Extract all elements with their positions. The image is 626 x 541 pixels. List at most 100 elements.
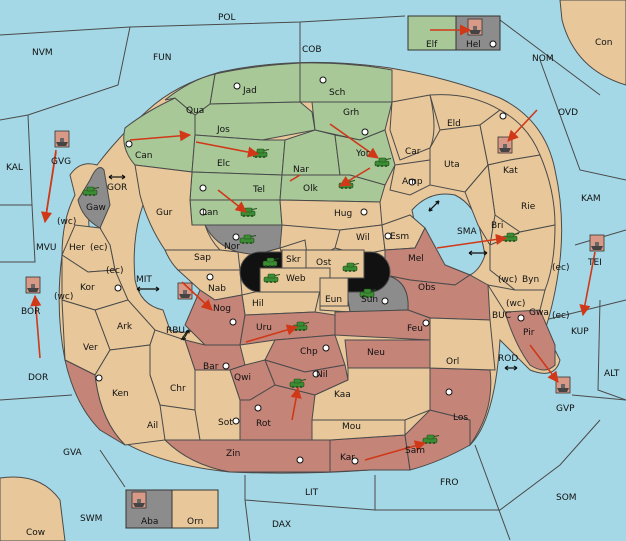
label-gwa: Gwa [529, 308, 549, 318]
label-dax: DAX [272, 520, 291, 530]
label-bri: Bri [491, 221, 503, 231]
label-orl: Orl [446, 357, 459, 367]
coast-kor-ec: (ec) [106, 266, 124, 276]
label-swm: SWM [80, 514, 102, 524]
province-orn[interactable] [171, 489, 219, 529]
label-tei: TEI [587, 258, 602, 268]
label-kup: KUP [571, 327, 589, 337]
label-rot: Rot [256, 419, 271, 429]
province-hug[interactable] [279, 199, 383, 231]
label-gvg: GVG [51, 157, 71, 167]
province-gaw[interactable] [77, 167, 111, 229]
label-con: Con [595, 38, 613, 48]
label-mvu: MVU [36, 243, 57, 253]
label-uta: Uta [444, 160, 460, 170]
province-zin[interactable] [163, 439, 331, 473]
label-jos: Jos [216, 125, 230, 135]
label-fro: FRO [440, 478, 459, 488]
label-buc: BUC [492, 311, 511, 321]
label-mel: Mel [408, 254, 424, 264]
label-ver: Ver [83, 343, 98, 353]
label-hug: Hug [334, 209, 352, 219]
coast-byn-ec: (ec) [552, 263, 570, 273]
label-gaw: Gaw [86, 203, 106, 213]
label-jad: Jad [242, 86, 257, 96]
province-ken[interactable] [64, 359, 126, 446]
label-her: Her [69, 243, 85, 253]
province-sap[interactable] [164, 249, 241, 271]
coast-markers: (wc) (ec) (ec) (wc) (ec) (wc) (wc) (ec) [54, 217, 570, 321]
label-nvm: NVM [32, 48, 53, 58]
label-sap: Sap [194, 253, 211, 263]
province-cow[interactable] [0, 476, 66, 541]
label-pir: Pir [523, 328, 535, 338]
province-amp[interactable] [389, 159, 431, 196]
label-kam: KAM [581, 194, 601, 204]
order-arrows [30, 24, 596, 461]
label-nor: Nor [224, 242, 240, 252]
supply-centers [95, 40, 525, 465]
label-sch: Sch [329, 88, 345, 98]
label-ail: Ail [147, 421, 158, 431]
label-sun: Sun [361, 295, 378, 305]
label-nom: NOM [532, 54, 554, 64]
label-rbu: RBU [166, 326, 185, 336]
province-obs[interactable] [384, 274, 491, 321]
label-chr: Chr [170, 384, 186, 394]
coast-gwa-wc: (wc) [506, 299, 525, 309]
province-sch[interactable] [299, 62, 393, 103]
coast-kor-wc: (wc) [54, 292, 73, 302]
province-mou[interactable] [311, 419, 406, 441]
label-kar: Kar [340, 453, 355, 463]
province-bri[interactable] [464, 163, 496, 247]
label-dor: DOR [28, 373, 48, 383]
label-qwi: Qwi [234, 373, 251, 383]
label-nar: Nar [293, 165, 309, 175]
label-obs: Obs [418, 283, 436, 293]
label-uru: Uru [256, 323, 272, 333]
label-feu: Feu [407, 324, 423, 334]
strait-symbols [108, 174, 518, 371]
label-elf: Elf [426, 40, 438, 50]
label-eun: Eun [325, 295, 342, 305]
label-rie: Rie [521, 202, 536, 212]
label-hil: Hil [252, 299, 264, 309]
label-fun: FUN [153, 53, 172, 63]
label-zin: Zin [226, 449, 240, 459]
label-gor: GOR [107, 183, 127, 193]
province-eun-box [319, 277, 349, 307]
inner-beige [311, 317, 496, 441]
label-sma: SMA [457, 227, 477, 237]
coast-her-ec: (ec) [90, 243, 108, 253]
province-qua[interactable] [164, 73, 216, 116]
label-yor: Yor [355, 149, 370, 159]
north-territories [123, 62, 396, 226]
label-orn: Orn [187, 517, 203, 527]
label-nog: Nog [213, 304, 231, 314]
label-kat: Kat [503, 166, 518, 176]
label-esm: Esm [390, 232, 409, 242]
label-chp: Chp [300, 347, 318, 357]
label-som: SOM [556, 493, 577, 503]
label-aba: Aba [141, 517, 158, 527]
province-elf[interactable] [407, 15, 457, 51]
coast-byn-wc: (wc) [498, 275, 517, 285]
label-mou: Mou [342, 422, 361, 432]
label-mit: MIT [136, 275, 152, 285]
label-grh: Grh [343, 108, 359, 118]
label-sot: Sot [218, 418, 233, 428]
east-territories [389, 94, 556, 316]
label-tel: Tel [252, 185, 265, 195]
label-cow: Cow [26, 528, 45, 538]
label-nab: Nab [208, 284, 226, 294]
label-byn: Byn [522, 275, 539, 285]
province-orl[interactable] [429, 317, 496, 371]
province-elc[interactable] [191, 134, 286, 176]
label-bor: BOR [21, 307, 40, 317]
label-web: Web [286, 274, 306, 284]
province-los[interactable] [429, 367, 492, 447]
label-kaa: Kaa [334, 390, 351, 400]
province-neu[interactable] [344, 339, 431, 369]
province-pir[interactable] [504, 309, 556, 371]
label-rod: ROD [498, 354, 518, 364]
